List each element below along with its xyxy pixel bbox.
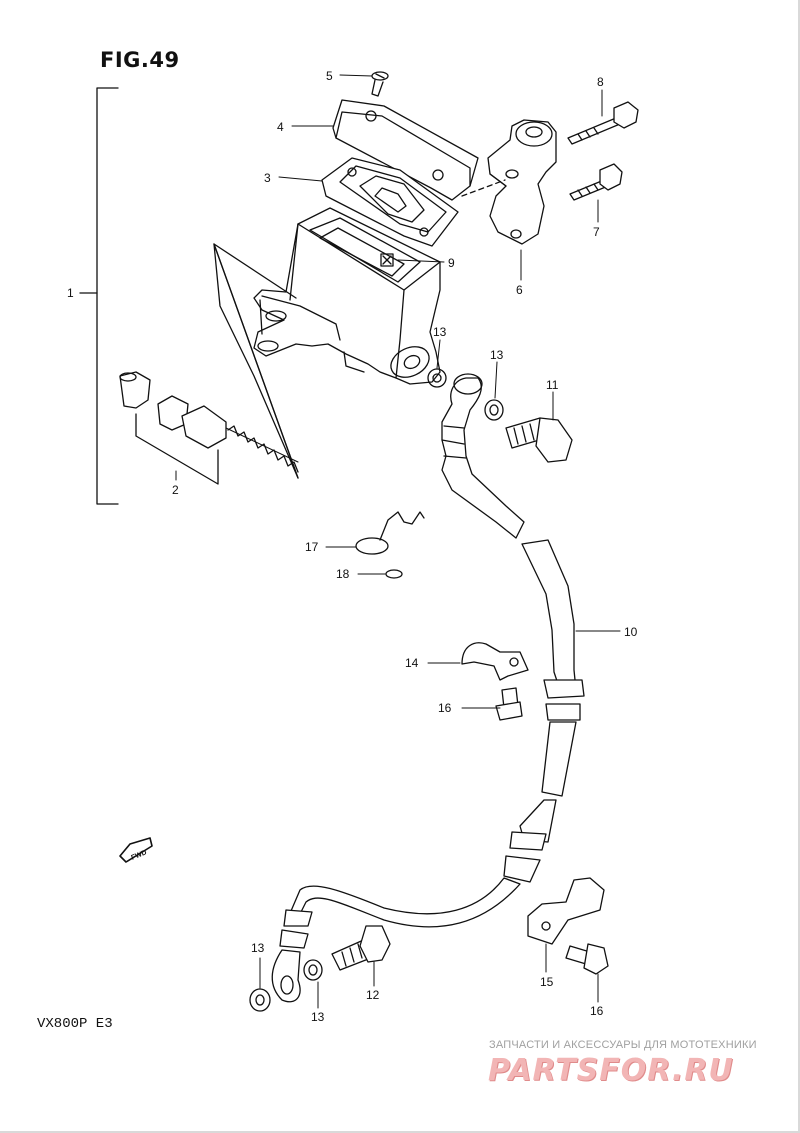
forward-arrow-icon <box>119 837 153 863</box>
gasket-parts <box>249 368 504 1012</box>
bolt-upper-part <box>495 687 523 721</box>
callout-7: 7 <box>593 225 600 239</box>
washer-part <box>385 569 403 579</box>
clutch-hose-part <box>271 373 585 1003</box>
callout-18: 18 <box>336 567 350 581</box>
callout-13-c: 13 <box>251 941 265 955</box>
hose-clamp-lower-part <box>527 877 605 945</box>
reservoir-cap-part <box>332 99 479 201</box>
plate-part <box>380 253 394 267</box>
holder-bolt-long-part <box>567 101 639 145</box>
callout-12: 12 <box>366 988 380 1002</box>
master-cylinder-body <box>253 207 441 385</box>
piston-set-part <box>119 243 299 485</box>
callout-leaders <box>175 74 621 1009</box>
callout-16-b: 16 <box>590 1004 604 1018</box>
model-code: VX800P E3 <box>37 1016 113 1032</box>
callout-2: 2 <box>172 483 179 497</box>
callout-11: 11 <box>546 378 559 392</box>
watermark-tagline: ЗАПЧАСТИ И АКСЕССУАРЫ ДЛЯ МОТОТЕХНИКИ <box>489 1039 757 1051</box>
bolt-lower-part <box>565 943 609 975</box>
union-bolt-lower-part <box>331 925 391 971</box>
hose-clamp-upper-part <box>461 642 529 681</box>
watermark-logo: PARTSFOR.RU <box>488 1053 734 1088</box>
figure-title: FIG.49 <box>100 48 180 72</box>
callout-4: 4 <box>277 120 284 134</box>
holder-part <box>487 119 557 245</box>
callout-15: 15 <box>540 975 554 989</box>
callout-14: 14 <box>405 656 419 670</box>
union-bolt-upper-part <box>505 417 573 463</box>
assembly-bracket <box>79 87 119 505</box>
callout-17: 17 <box>305 540 319 554</box>
callout-10: 10 <box>624 625 638 639</box>
callout-8: 8 <box>597 75 604 89</box>
callout-13-a: 13 <box>433 325 447 339</box>
cap-screw-part <box>371 71 389 97</box>
callout-numbers: 1 2 3 4 5 6 7 8 9 10 11 12 13 13 13 13 1… <box>67 69 638 1024</box>
holder-bolt-part <box>569 163 623 201</box>
callout-13-d: 13 <box>311 1010 325 1024</box>
callout-1: 1 <box>67 286 74 300</box>
callout-5: 5 <box>326 69 333 83</box>
callout-16-a: 16 <box>438 701 452 715</box>
diaphragm-part <box>321 157 459 247</box>
callout-3: 3 <box>264 171 271 185</box>
callout-6: 6 <box>516 283 523 297</box>
spring-part <box>355 511 425 555</box>
callout-13-b: 13 <box>490 348 504 362</box>
callout-9: 9 <box>448 256 455 270</box>
